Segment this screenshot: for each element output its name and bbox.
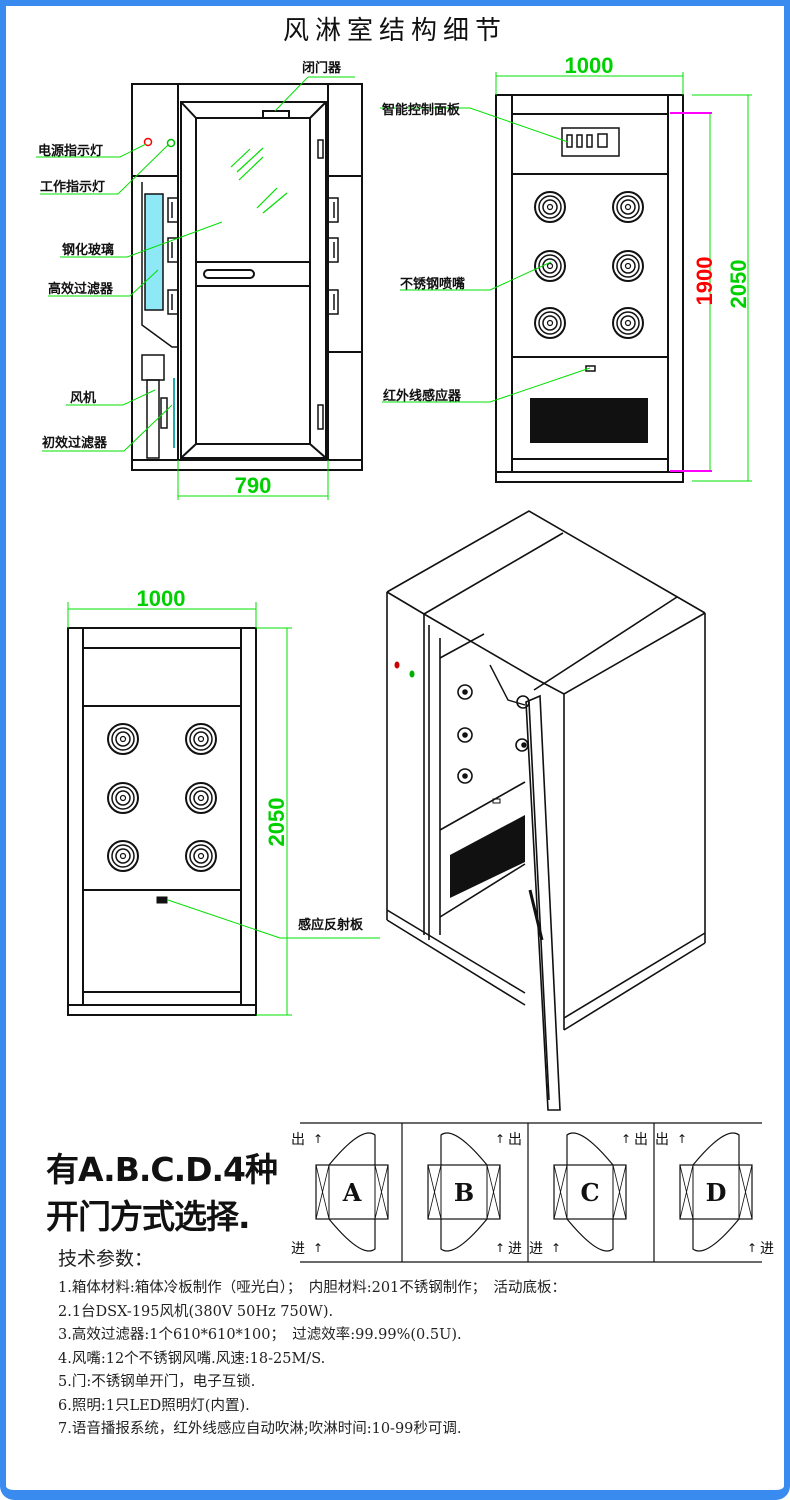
door-option-letter: A <box>342 1178 362 1207</box>
side-view: 1000 2050 感应反射板 <box>67 586 380 1016</box>
door-frame <box>180 101 327 459</box>
label-door-closer: 闭门器 <box>302 60 342 76</box>
door-option-d: D出进↑↑ <box>655 1132 774 1257</box>
inner-view: 1000 1900 2050 智能控制面板 不锈钢喷嘴 红外线感应器 <box>380 53 752 483</box>
entry-label: 进 <box>760 1241 774 1257</box>
spec-item: 6.照明:1只LED照明灯(内置). <box>58 1397 250 1414</box>
dimension-1000-top: 1000 <box>565 53 614 78</box>
iso-vent-grille <box>450 815 525 898</box>
label-primary-filter: 初效过滤器 <box>42 435 108 451</box>
nozzle-icon <box>185 840 217 872</box>
dimension-2050-side: 2050 <box>264 798 289 847</box>
exit-label: 出 <box>291 1132 305 1148</box>
door-handle <box>203 269 255 279</box>
iso-power-light <box>394 661 400 669</box>
nozzle-icon <box>612 191 644 223</box>
exit-label: 出 <box>508 1132 522 1148</box>
label-hepa-filter: 高效过滤器 <box>48 281 114 297</box>
tech-params-list: 1.箱体材料:箱体冷板制作（哑光白）； 内胆材料:201不锈钢制作； 活动底板：… <box>58 1277 566 1442</box>
nozzle-grid <box>107 723 217 872</box>
front-section-view: 闭门器 电源指示灯 工作指示灯 钢化玻璃 高效过滤器 风机 初效过滤器 790 <box>36 60 363 500</box>
cabinet-outline <box>131 83 363 471</box>
door-closer <box>262 110 290 119</box>
nozzle-icon <box>185 782 217 814</box>
side-cabinet-outline <box>67 627 257 1016</box>
dimension-1000-side: 1000 <box>137 586 186 611</box>
door-option-a: A 出进 ↑ ↑ <box>291 1132 389 1257</box>
label-ir-sensor: 红外线感应器 <box>383 388 462 404</box>
door-leaf <box>195 117 311 445</box>
control-panel <box>561 127 620 157</box>
nozzle-icon <box>534 250 566 282</box>
spec-item: 1.箱体材料:箱体冷板制作（哑光白）； 内胆材料:201不锈钢制作； 活动底板： <box>58 1280 567 1296</box>
label-tempered-glass: 钢化玻璃 <box>62 242 114 258</box>
door-option-b: B出进↑↑ <box>427 1132 522 1257</box>
dimension-1900: 1900 <box>692 257 717 306</box>
ir-sensor <box>585 365 596 372</box>
nozzle-grid <box>534 191 644 339</box>
nozzle-icon <box>612 307 644 339</box>
power-indicator-light <box>143 137 153 147</box>
door-options-table: A出进↑↑B出进↑↑C出进↑↑D出进↑↑ <box>291 1122 774 1263</box>
entry-label: 进 <box>508 1241 522 1257</box>
label-reflector: 感应反射板 <box>298 917 364 933</box>
door-option-letter: D <box>706 1178 727 1207</box>
entry-label: 进 <box>291 1241 305 1257</box>
door-options-headline-2: 开门方式选择. <box>46 1197 251 1236</box>
door-option-letter: C <box>580 1178 599 1207</box>
spec-item: 2.1台DSX-195风机(380V 50Hz 750W). <box>58 1303 334 1320</box>
exit-label: 出 <box>655 1132 669 1148</box>
nozzle-icon <box>534 307 566 339</box>
page-title: 风淋室结构细节 <box>282 16 507 46</box>
arrow-up-icon: ↑ <box>495 1132 505 1146</box>
arrow-up-icon: ↑ <box>677 1132 687 1146</box>
arrow-up-icon: ↑ <box>551 1241 561 1255</box>
door-option-letter: B <box>454 1178 474 1207</box>
arrow-up-icon: ↑ <box>313 1241 323 1255</box>
nozzle-icon <box>107 840 139 872</box>
vent-grille <box>530 398 648 443</box>
hepa-filter <box>144 193 164 311</box>
door-options-headline-1: 有A.B.C.D.4种 <box>46 1150 278 1189</box>
reflector-plate <box>156 896 168 904</box>
spec-item: 4.风嘴:12个不锈钢风嘴.风速:18-25M/S. <box>58 1350 326 1367</box>
label-control-panel: 智能控制面板 <box>382 102 461 118</box>
nozzle-icon <box>612 250 644 282</box>
exit-label: 出 <box>634 1132 648 1148</box>
label-nozzle: 不锈钢喷嘴 <box>400 276 465 292</box>
arrow-up-icon: ↑ <box>313 1132 323 1146</box>
inner-cabinet-outline <box>495 94 684 483</box>
door-option-c: C 出进 ↑ ↑ <box>529 1132 648 1257</box>
spec-item: 3.高效过滤器:1个610*610*100； 过滤效率:99.99%(0.5U)… <box>58 1327 462 1343</box>
arrow-up-icon: ↑ <box>621 1132 631 1146</box>
nozzle-icon <box>107 723 139 755</box>
nozzle-icon <box>534 191 566 223</box>
arrow-up-icon: ↑ <box>747 1241 757 1255</box>
tech-params-title: 技术参数： <box>58 1248 154 1270</box>
label-fan: 风机 <box>70 390 96 406</box>
label-power-indicator: 电源指示灯 <box>38 143 103 159</box>
nozzle-icon <box>185 723 217 755</box>
arrow-up-icon: ↑ <box>495 1241 505 1255</box>
spec-item: 7.语音播报系统，红外线感应自动吹淋;吹淋时间:10-99秒可调. <box>58 1421 462 1437</box>
spec-item: 5.门:不锈钢单开门，电子互锁. <box>58 1374 256 1390</box>
dimension-2050-top: 2050 <box>726 260 751 309</box>
iso-work-light <box>409 670 415 678</box>
nozzle-icon <box>107 782 139 814</box>
isometric-view <box>386 510 706 1111</box>
work-indicator-light <box>166 138 176 148</box>
entry-label: 进 <box>529 1241 543 1257</box>
fan <box>141 354 165 381</box>
label-work-indicator: 工作指示灯 <box>40 179 105 195</box>
dimension-790: 790 <box>235 473 272 498</box>
